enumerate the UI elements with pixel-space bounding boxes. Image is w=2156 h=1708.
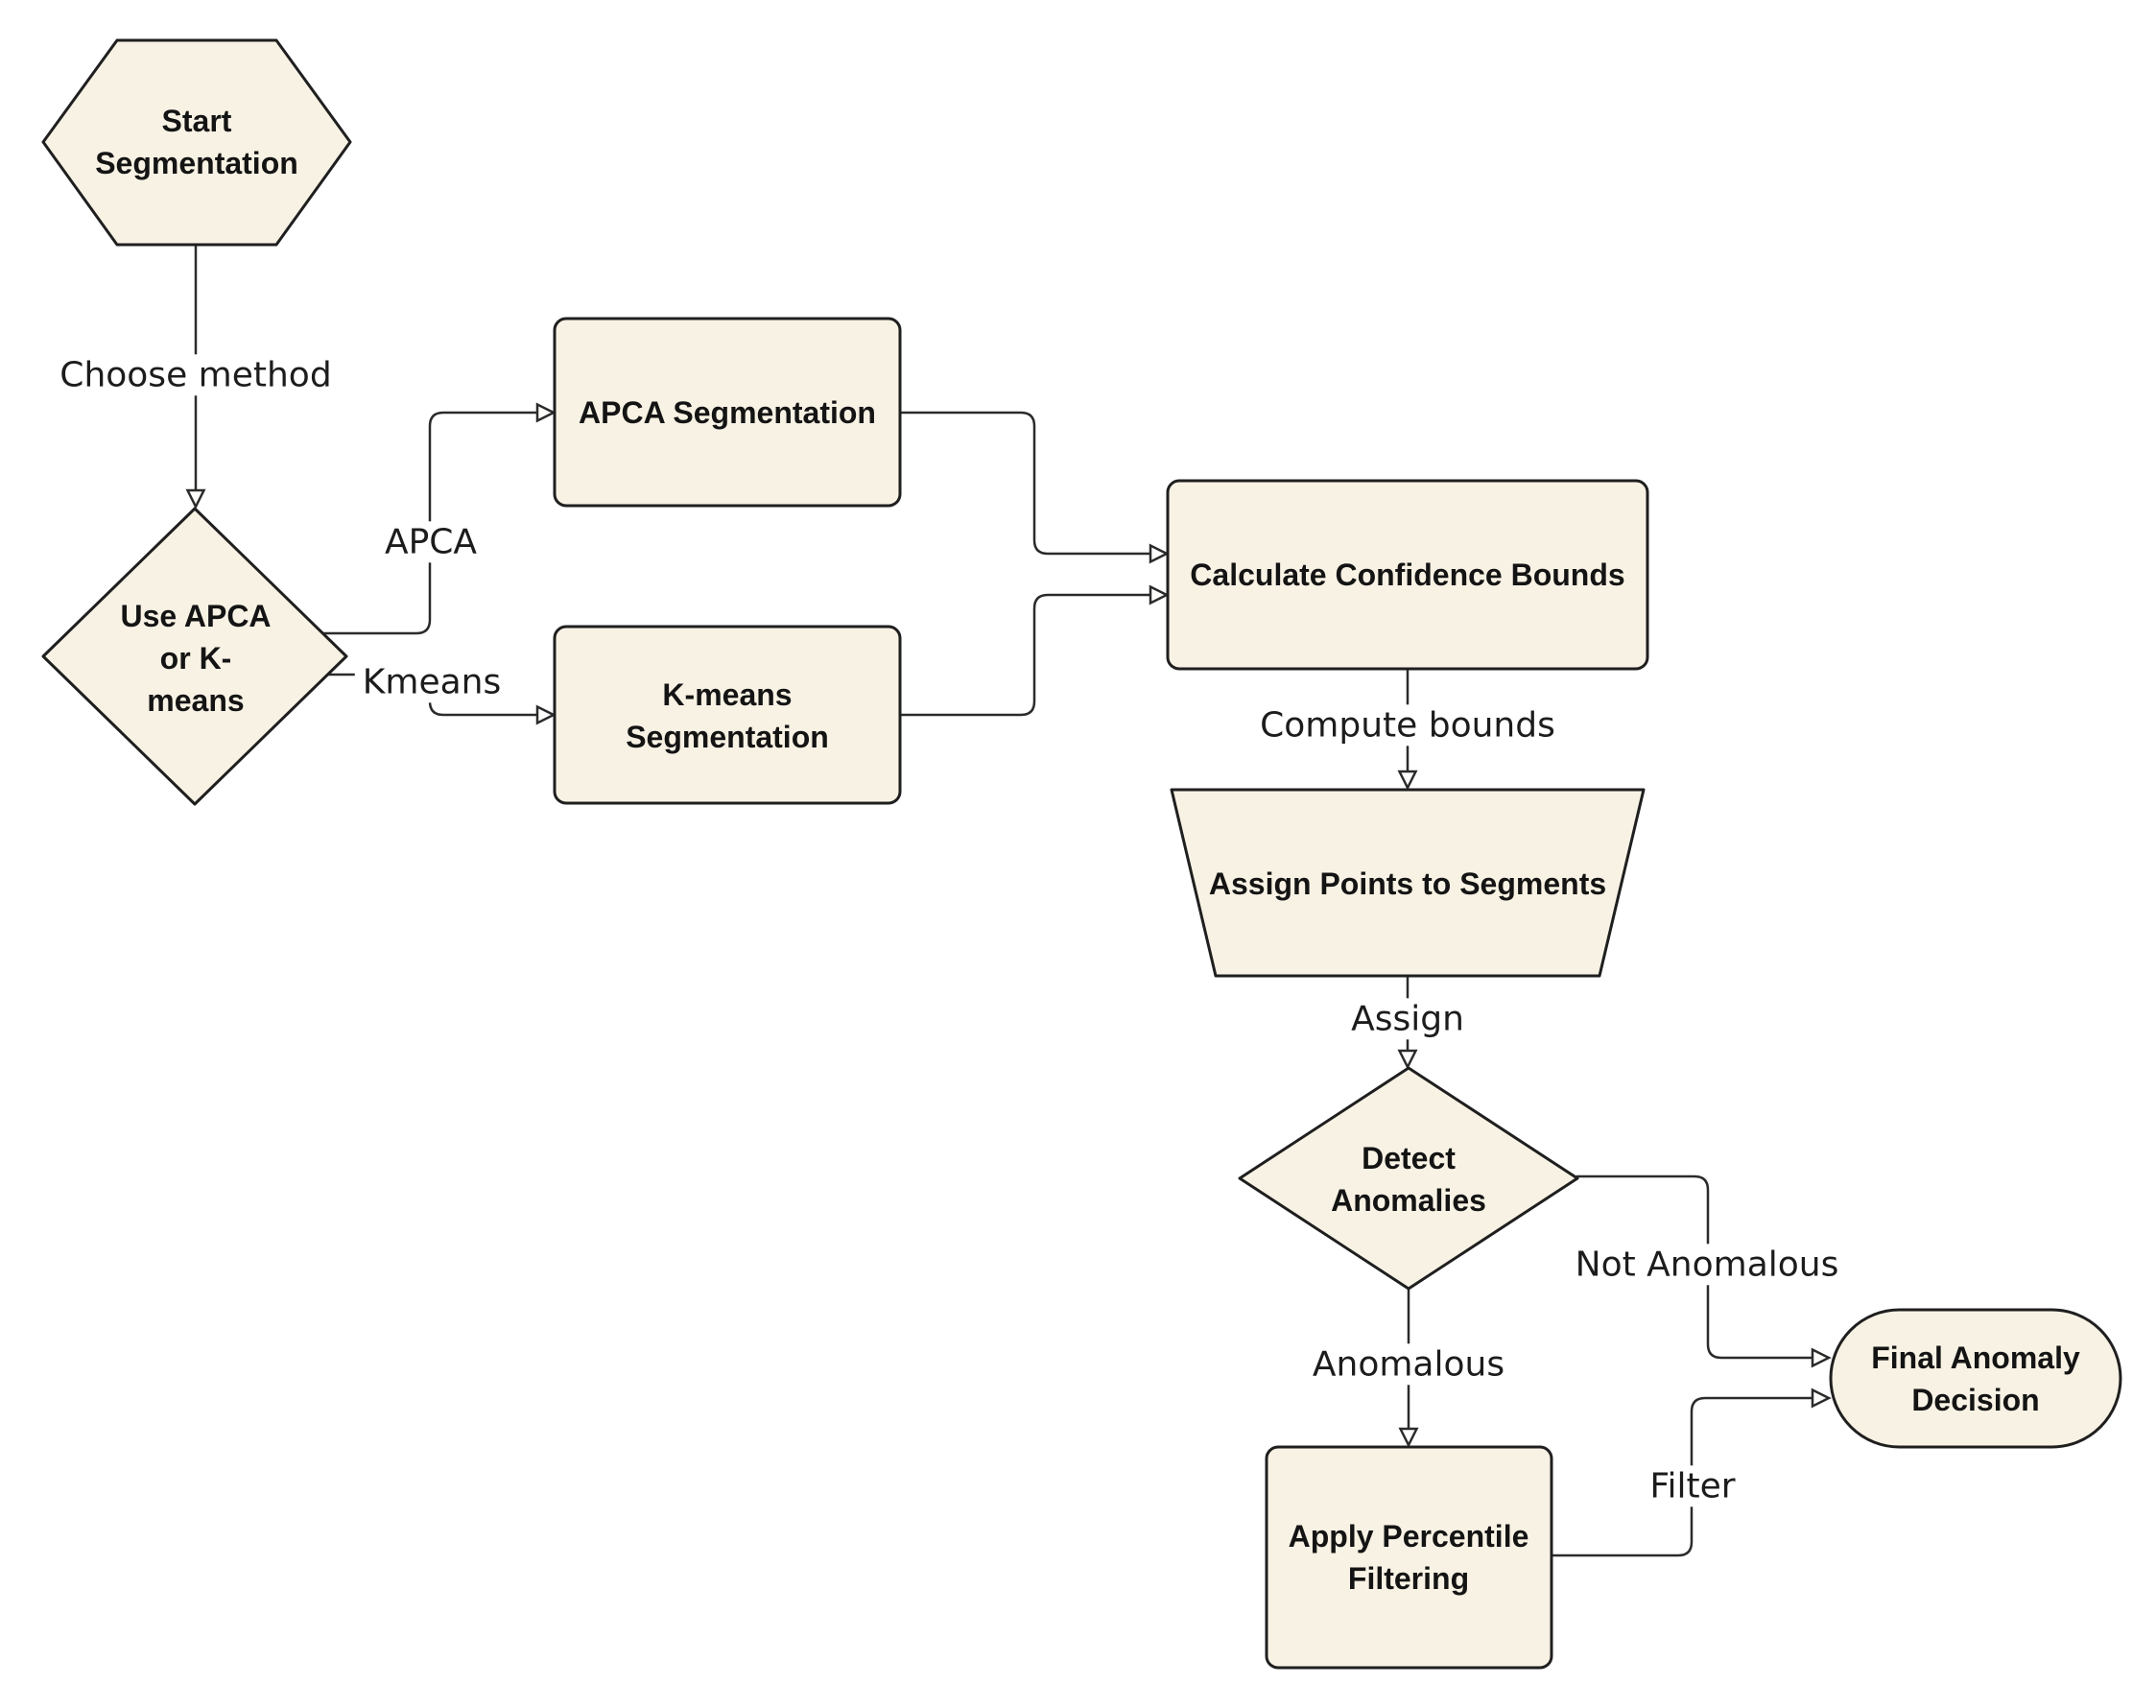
edge-apply-to-final [1550,1396,1814,1557]
arrowhead-into-kmeans [535,704,557,725]
edge-detect-to-final [1576,1174,1814,1360]
kmeans-segmentation-box [553,625,902,805]
edge-method-to-kmeans [326,673,539,717]
arrowhead-notanomalous-into-final [1811,1347,1832,1368]
arrowhead-into-apply [1398,1427,1419,1448]
edge-apca-to-calc [898,411,1152,556]
arrowhead-filter-into-final [1811,1388,1832,1409]
final-anomaly-decision-stadium [1829,1308,2122,1449]
apply-percentile-filtering-box [1265,1445,1553,1670]
start-node-hexagon [41,38,352,247]
arrowhead-into-apca [535,402,557,423]
calculate-confidence-bounds-box [1166,479,1649,671]
arrowhead-into-assign [1397,770,1418,791]
edge-kmeans-to-calc [898,593,1152,717]
method-decision-diamond [41,507,348,806]
edge-method-to-apca [320,411,539,635]
arrowhead-kmeans-into-calc [1149,584,1170,605]
arrowhead-apca-into-calc [1149,543,1170,564]
assign-points-trapezoid [1170,788,1646,978]
arrowhead-into-detect [1397,1049,1418,1070]
flowchart-arrowheads [185,402,1832,1448]
detect-anomalies-diamond [1238,1066,1579,1291]
apca-segmentation-box [553,317,902,508]
flowchart-nodes [41,38,2122,1670]
arrowhead-into-method [185,488,206,510]
